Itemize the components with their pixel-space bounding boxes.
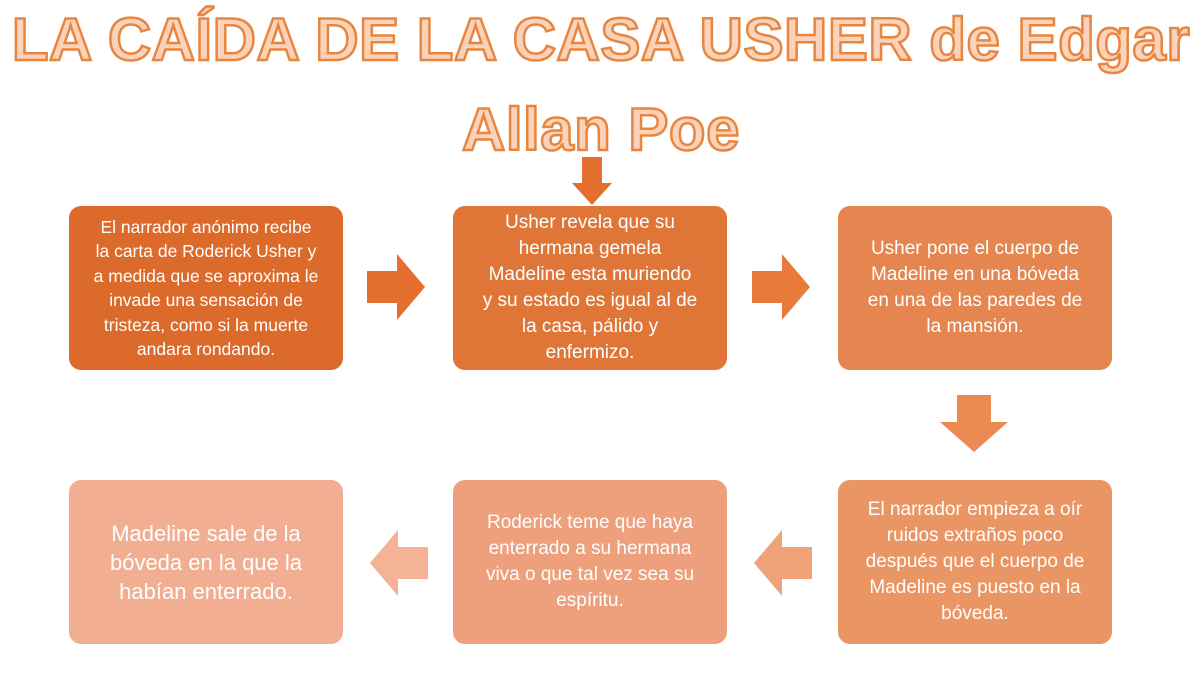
left-arrow-icon bbox=[754, 530, 812, 596]
step-text-3: Usher pone el cuerpo de Madeline en una … bbox=[867, 238, 1083, 337]
down-arrow-icon bbox=[940, 395, 1008, 452]
down-arrow-icon bbox=[572, 157, 612, 205]
right-arrow-icon bbox=[367, 254, 425, 320]
step-text-6: Madeline sale de la bóveda en la que la … bbox=[109, 520, 303, 604]
step-box-4: El narrador empieza a oír ruidos extraño… bbox=[838, 480, 1112, 644]
step-box-3: Usher pone el cuerpo de Madeline en una … bbox=[838, 206, 1112, 370]
step-text-1: El narrador anónimo recibe la carta de R… bbox=[93, 216, 319, 360]
step-box-1: El narrador anónimo recibe la carta de R… bbox=[69, 206, 343, 370]
step-text-2: Usher revela que su hermana gemela Madel… bbox=[482, 212, 698, 363]
step-box-2: Usher revela que su hermana gemela Madel… bbox=[453, 206, 727, 370]
step-box-5: Roderick teme que haya enterrado a su he… bbox=[453, 480, 727, 644]
right-arrow-icon bbox=[752, 254, 810, 320]
step-text-4: El narrador empieza a oír ruidos extraño… bbox=[865, 499, 1085, 624]
left-arrow-icon bbox=[370, 530, 428, 596]
title-line-1: LA CAÍDA DE LA CASA USHER de Edgar bbox=[11, 6, 1191, 73]
step-box-6: Madeline sale de la bóveda en la que la … bbox=[69, 480, 343, 644]
title-line-2: Allan Poe bbox=[461, 96, 741, 163]
step-text-5: Roderick teme que haya enterrado a su he… bbox=[485, 512, 695, 611]
